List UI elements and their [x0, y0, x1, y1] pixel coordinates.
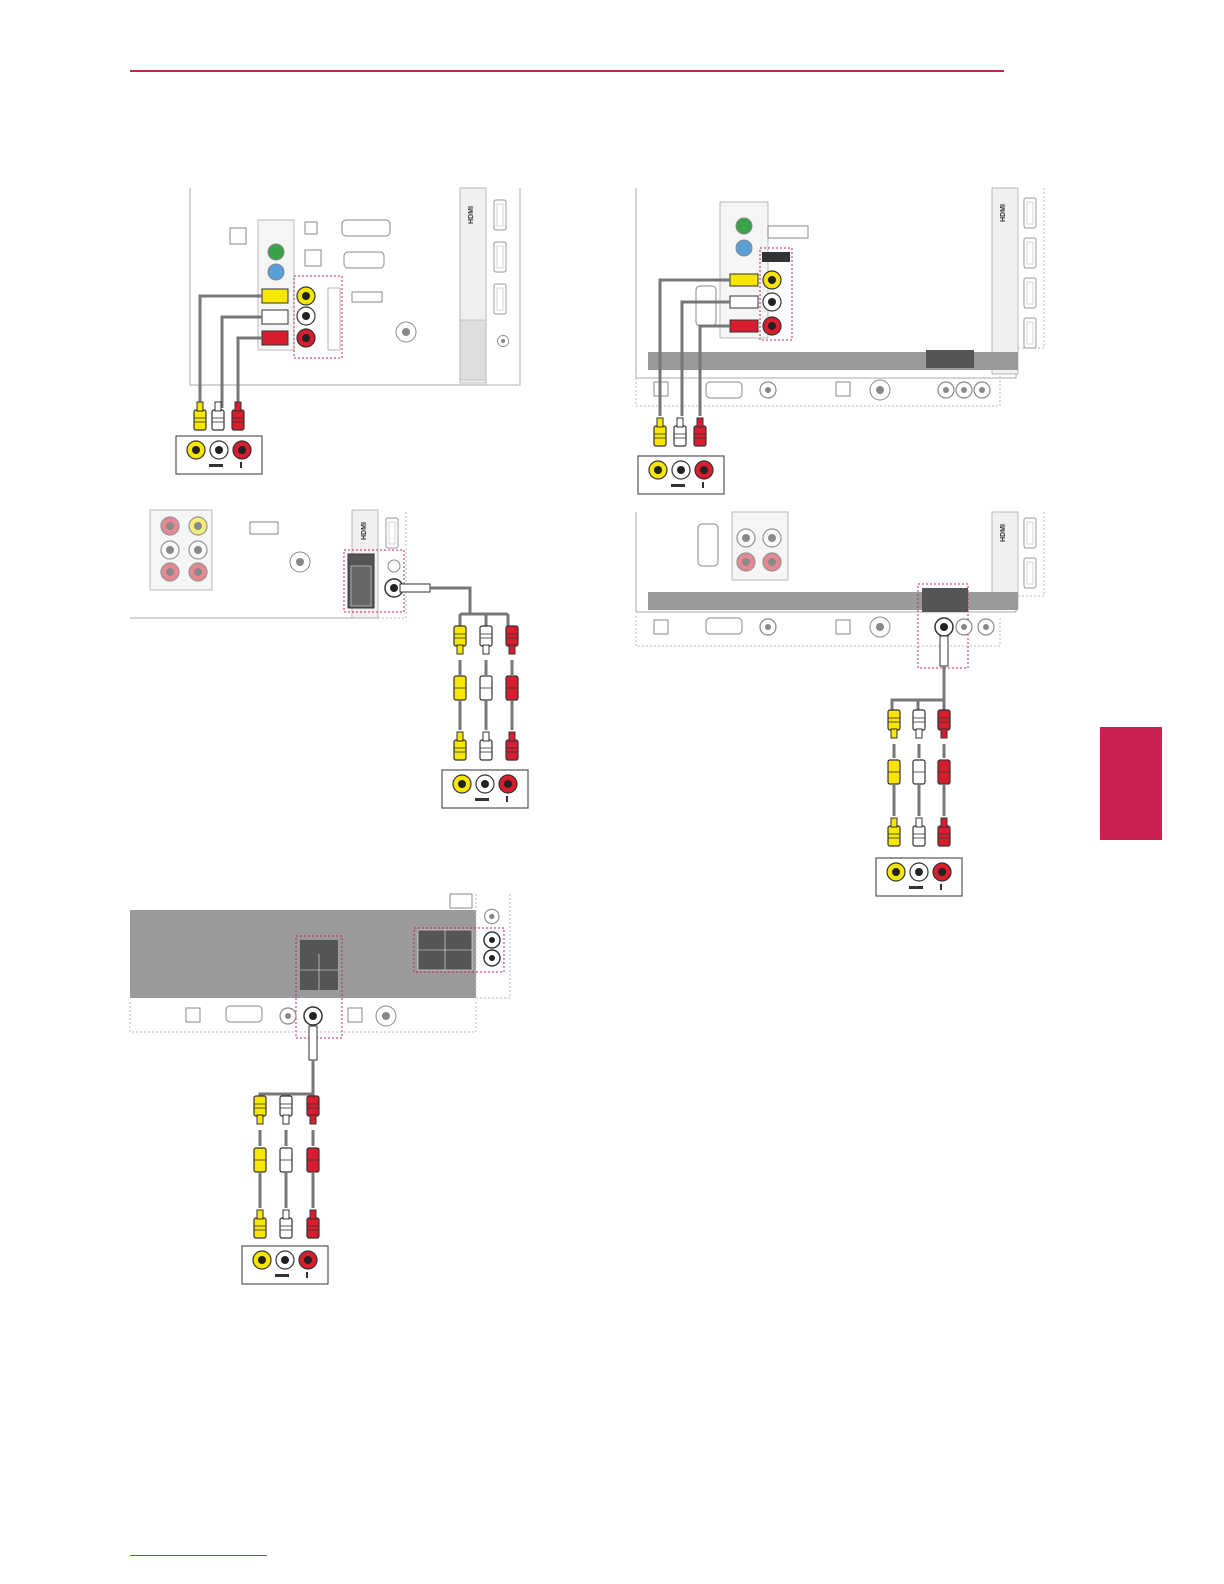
- tv-side-panel-d: HDMI: [636, 512, 1056, 902]
- header-rule: [130, 70, 1004, 72]
- chapter-tab: [1100, 727, 1162, 840]
- tv-bottom-panel-e: [130, 894, 530, 1289]
- hdmi-label: HDMI: [468, 206, 475, 224]
- tv-back-panel-b: HDMI: [636, 182, 1056, 502]
- hdmi-label: HDMI: [1000, 524, 1007, 542]
- hdmi-label: HDMI: [1000, 204, 1007, 222]
- tv-side-panel-c: HDMI: [130, 510, 540, 820]
- tv-back-panel-a: HDMI: [130, 180, 530, 480]
- footer-rule: [130, 1555, 267, 1556]
- hdmi-label: HDMI: [361, 522, 368, 540]
